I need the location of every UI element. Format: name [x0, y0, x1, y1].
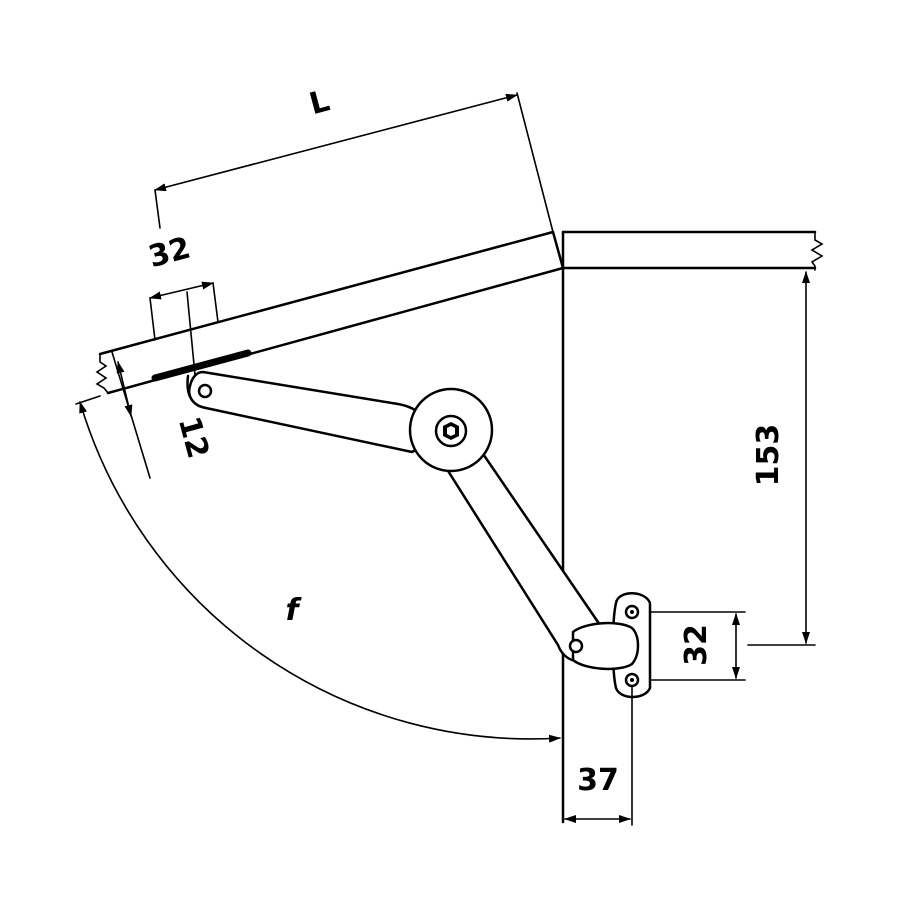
cabinet-mounting-bracket — [568, 592, 652, 699]
dimension-height-label: 153 — [751, 424, 786, 487]
dimension-opening-arc-label: f — [285, 593, 302, 628]
dimension-height: 153 — [747, 271, 816, 646]
dimension-thickness-label: 12 — [171, 413, 216, 462]
dimension-bracket-spacing: 32 — [649, 611, 746, 681]
dimension-side-offset: 37 — [564, 685, 633, 826]
dimension-side-offset-label: 37 — [577, 763, 619, 798]
dimension-top-offset: 32 — [145, 231, 219, 376]
dimension-bracket-spacing-label: 32 — [679, 624, 714, 666]
dimension-thickness: 12 — [111, 351, 216, 479]
dimension-length-label: L — [306, 83, 334, 122]
break-mark-left — [95, 353, 109, 394]
dimension-opening-arc: f — [75, 395, 561, 743]
dimension-top-offset-label: 32 — [145, 231, 194, 276]
upper-arm — [188, 370, 434, 454]
upper-pivot — [197, 383, 213, 399]
spring-mechanism-hub — [408, 387, 494, 473]
break-mark-right — [810, 231, 824, 271]
dimension-length: L — [154, 83, 554, 233]
bracket-screw-hole-top — [624, 604, 640, 620]
lower-pivot — [568, 638, 584, 654]
cabinet-top-panel — [561, 230, 824, 271]
